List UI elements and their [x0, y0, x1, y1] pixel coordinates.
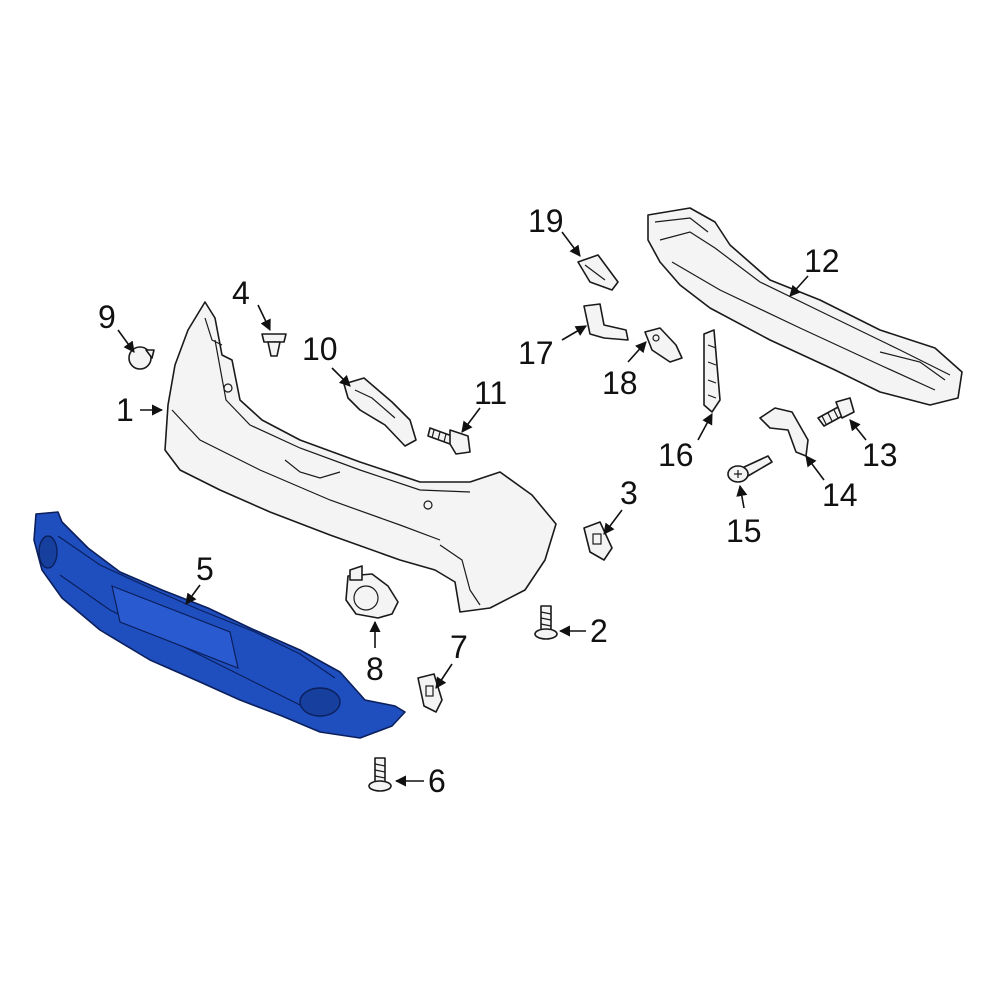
- part-3-clip: [583, 521, 613, 561]
- callout-4: 4: [232, 275, 250, 311]
- callout-labels: 1 2 3 4 5 6 7 8 9 10 11 12 13 14 15 16 1…: [98, 203, 898, 799]
- part-7-clip: [417, 673, 443, 713]
- callout-1: 1: [116, 392, 134, 428]
- callout-5: 5: [196, 551, 214, 587]
- callout-19: 19: [528, 203, 564, 239]
- callout-14: 14: [822, 477, 858, 513]
- callout-18: 18: [602, 365, 638, 401]
- callout-2: 2: [590, 613, 608, 649]
- leader-10: [331, 367, 351, 387]
- leader-19: [561, 231, 581, 257]
- callout-3: 3: [620, 475, 638, 511]
- callout-9: 9: [98, 299, 116, 335]
- part-19-bracket: [577, 254, 619, 291]
- leader-11: [461, 407, 481, 433]
- callout-16: 16: [658, 437, 694, 473]
- part-13-bolt: [817, 397, 855, 427]
- part-18-bracket: [644, 327, 683, 363]
- callout-13: 13: [862, 437, 898, 473]
- part-10-bracket: [343, 377, 417, 447]
- part-6-screw: [368, 757, 392, 792]
- part-5-lower-valance: [33, 511, 406, 739]
- leader-17: [561, 325, 587, 341]
- leader-3: [603, 509, 623, 535]
- part-16-guide: [703, 329, 721, 413]
- part-8-sensor: [345, 565, 399, 619]
- callout-12: 12: [804, 243, 840, 279]
- part-1-bumper-cover: [164, 301, 557, 613]
- part-4-clip: [261, 333, 287, 357]
- callout-15: 15: [726, 513, 762, 549]
- leader-18: [627, 341, 647, 363]
- leader-15: [736, 484, 748, 509]
- part-17-bracket: [583, 303, 629, 341]
- leader-16: [697, 413, 713, 441]
- part-12-impact-bar: [647, 207, 963, 406]
- leader-9: [117, 329, 135, 353]
- leader-7: [435, 663, 453, 689]
- part-11-bolt: [427, 427, 471, 455]
- part-2-screw: [534, 605, 558, 640]
- leader-13: [849, 419, 867, 441]
- callout-6: 6: [428, 763, 446, 799]
- part-14-bracket: [759, 407, 809, 457]
- callout-10: 10: [302, 331, 338, 367]
- callout-11: 11: [474, 375, 507, 411]
- leader-4: [257, 304, 271, 332]
- leader-14: [805, 455, 825, 481]
- callout-17: 17: [518, 335, 554, 371]
- leader-5: [185, 584, 201, 605]
- callout-8: 8: [366, 651, 384, 687]
- leader-lines: [117, 231, 867, 787]
- leader-12: [789, 275, 809, 297]
- part-15-screw: [727, 455, 773, 483]
- callout-7: 7: [450, 629, 468, 665]
